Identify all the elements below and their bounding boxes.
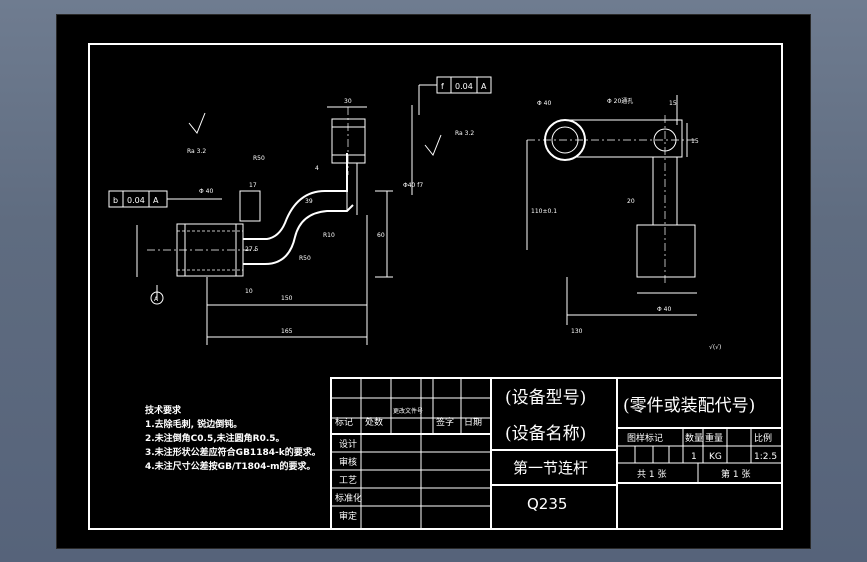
ra-1: Ra 3.2 — [187, 148, 206, 155]
rev-header-mark: 标记 — [335, 416, 353, 428]
value-qty: 1 — [691, 452, 697, 462]
dim-39: 39 — [305, 198, 313, 205]
role-review: 审核 — [339, 456, 357, 468]
attr-drawing-mark: 图样标记 — [627, 432, 663, 444]
notes-heading: 技术要求 — [145, 404, 182, 416]
tol1-sym: f — [441, 82, 444, 91]
note-3: 3.未注形状公差应符合GB1184-k的要求。 — [145, 446, 321, 458]
attr-qty: 数量 — [685, 432, 703, 444]
ra-2: Ra 3.2 — [455, 130, 474, 137]
value-scale: 1:2.5 — [754, 452, 777, 462]
tol2-datum: A — [153, 196, 159, 205]
role-standard: 标准化 — [335, 492, 362, 504]
dim-r50a: R50 — [253, 155, 265, 162]
dim-110: 110±0.1 — [531, 208, 557, 215]
dim-15c: 15 — [691, 138, 699, 145]
dim-20: 20 — [627, 198, 635, 205]
rev-header-sign: 签字 — [436, 416, 454, 428]
dim-10: 10 — [245, 288, 253, 295]
rough-note: √(√) — [709, 344, 721, 351]
dim-15b: 15 — [669, 100, 677, 107]
tolerance-frame-2: b 0.04 A — [108, 190, 222, 208]
datum-a: A — [154, 296, 159, 303]
equipment-model: (设备型号) — [505, 388, 586, 408]
note-1: 1.去除毛刺, 锐边倒钝。 — [145, 418, 242, 430]
dim-27: 27.5 — [245, 246, 259, 253]
part-code: (零件或装配代号) — [623, 396, 755, 416]
dim-17: 17 — [249, 182, 257, 189]
dim-phi40: Φ 40 — [199, 188, 213, 195]
rev-header-date: 日期 — [464, 417, 482, 428]
attr-scale: 比例 — [754, 432, 772, 444]
dim-150: 150 — [281, 295, 293, 302]
dim-r10: R10 — [323, 232, 335, 239]
rev-header-doc: 更改文件号 — [393, 407, 423, 415]
dim-phi40-3: Φ 40 — [657, 306, 671, 313]
dim-phi20: Φ 20通孔 — [607, 97, 633, 105]
drawing-sheet: f 0.04 A b 0.04 A 30 4 10 17 39 60 150 1… — [56, 14, 811, 549]
fit-label: Φ40 f7 — [403, 182, 423, 189]
note-4: 4.未注尺寸公差按GB/T1804-m的要求。 — [145, 460, 316, 472]
dim-phi40-2: Φ 40 — [537, 100, 551, 107]
dim-165: 165 — [281, 328, 293, 335]
value-weight: KG — [709, 452, 722, 462]
front-view — [136, 105, 442, 345]
tol1-val: 0.04 — [455, 82, 473, 91]
dim-4: 4 — [315, 165, 319, 172]
tol2-sym: b — [113, 196, 118, 205]
rev-header-count: 处数 — [365, 416, 383, 428]
dim-60: 60 — [377, 232, 385, 239]
dim-r50b: R50 — [299, 255, 311, 262]
sheets-total: 共 1 张 — [637, 469, 666, 480]
role-design: 设计 — [339, 438, 357, 450]
role-process: 工艺 — [339, 475, 357, 486]
tech-requirements: 技术要求 1.去除毛刺, 锐边倒钝。 2.未注倒角C0.5,未注圆角R0.5。 … — [145, 404, 321, 472]
role-approve: 审定 — [339, 510, 357, 522]
tol2-val: 0.04 — [127, 196, 145, 205]
equipment-name: (设备名称) — [505, 424, 586, 444]
top-view — [526, 95, 697, 325]
tolerance-frame-1: f 0.04 A — [418, 76, 492, 115]
tol1-datum: A — [481, 82, 487, 91]
dim-30: 30 — [344, 98, 352, 105]
attr-weight: 重量 — [705, 432, 723, 444]
note-2: 2.未注倒角C0.5,未注圆角R0.5。 — [145, 432, 285, 444]
sheet-no: 第 1 张 — [721, 468, 750, 480]
material: Q235 — [527, 495, 567, 513]
cad-drawing: f 0.04 A b 0.04 A 30 4 10 17 39 60 150 1… — [88, 43, 783, 530]
dim-130: 130 — [571, 328, 583, 335]
title-block: 标记 处数 更改文件号 签字 日期 设计 审核 工艺 标准化 审定 (设备型号)… — [330, 377, 783, 530]
part-name: 第一节连杆 — [513, 459, 588, 477]
